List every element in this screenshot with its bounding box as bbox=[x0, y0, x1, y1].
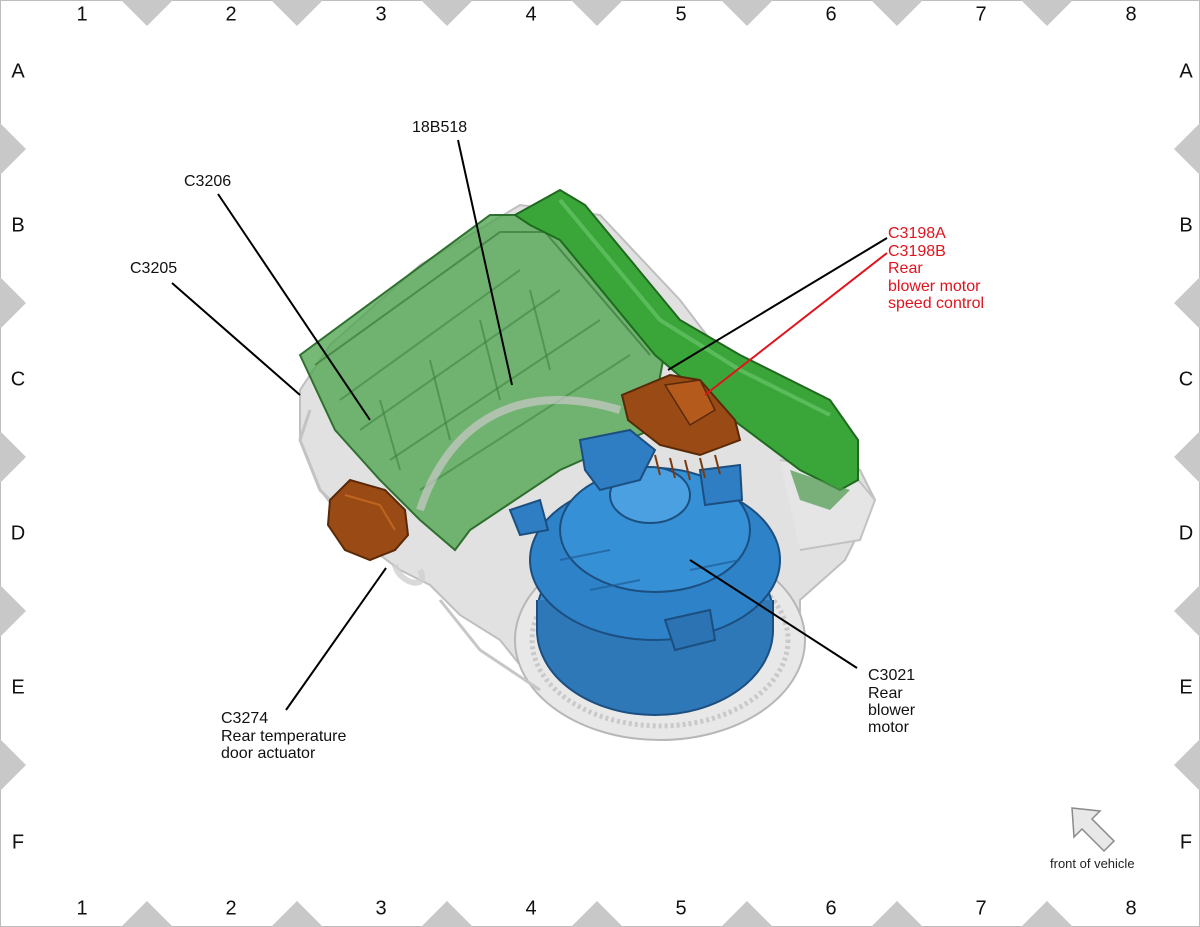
front-of-vehicle-label: front of vehicle bbox=[1050, 856, 1135, 871]
callout-c3274-line: door actuator bbox=[221, 745, 316, 762]
leader-c3205 bbox=[171, 282, 301, 396]
callout-c3198-line: C3198B bbox=[888, 243, 946, 260]
callout-c3205: C3205 bbox=[130, 260, 177, 277]
grid-marker-bottom bbox=[421, 901, 473, 927]
grid-row-label-left: A bbox=[11, 60, 25, 82]
grid-column-label-bottom: 2 bbox=[225, 897, 236, 919]
callout-c3206: C3206 bbox=[184, 173, 231, 190]
grid-column-label-top: 8 bbox=[1125, 3, 1136, 25]
grid-marker-top bbox=[721, 0, 773, 26]
grid-row-label-left: B bbox=[11, 214, 24, 236]
grid-row-label-right: D bbox=[1179, 522, 1193, 544]
grid-marker-top bbox=[871, 0, 923, 26]
grid-row-label-left: F bbox=[12, 831, 24, 853]
grid-column-label-bottom: 8 bbox=[1125, 897, 1136, 919]
hose bbox=[416, 396, 622, 512]
grid-marker-top bbox=[1021, 0, 1073, 26]
grid-column-label-bottom: 1 bbox=[76, 897, 87, 919]
grid-marker-left bbox=[0, 123, 26, 175]
callout-c3021-line: C3021 bbox=[868, 667, 915, 684]
grid-column-label-top: 5 bbox=[675, 3, 686, 25]
grid-marker-top bbox=[121, 0, 173, 26]
leader-c3206 bbox=[217, 193, 371, 421]
grid-marker-left bbox=[0, 739, 26, 791]
grid-marker-right bbox=[1174, 739, 1200, 791]
grid-marker-right bbox=[1174, 123, 1200, 175]
grid-marker-bottom bbox=[721, 901, 773, 927]
arrow-up-left-icon bbox=[1071, 807, 1116, 853]
grid-row-label-left: C bbox=[11, 368, 25, 390]
grid-marker-top bbox=[271, 0, 323, 26]
callout-c3198-speed-control: C3198A C3198B Rear blower motor speed co… bbox=[888, 225, 984, 312]
callout-c3274-line: Rear temperature bbox=[221, 728, 346, 745]
grid-marker-bottom bbox=[871, 901, 923, 927]
leader-c3021 bbox=[689, 559, 858, 669]
grid-column-label-top: 3 bbox=[375, 3, 386, 25]
grid-column-label-top: 6 bbox=[825, 3, 836, 25]
grid-row-label-right: A bbox=[1179, 60, 1193, 82]
hose-small bbox=[392, 563, 425, 586]
grid-column-label-top: 2 bbox=[225, 3, 236, 25]
callout-c3198-line: speed control bbox=[888, 295, 984, 312]
grid-column-label-bottom: 7 bbox=[975, 897, 986, 919]
grid-marker-left bbox=[0, 277, 26, 329]
callout-c3021-line: motor bbox=[868, 719, 910, 736]
callout-c3021-blower-motor: C3021 Rear blower motor bbox=[868, 667, 916, 736]
grid-marker-bottom bbox=[571, 901, 623, 927]
grid-row-label-left: D bbox=[11, 522, 25, 544]
temperature-door-actuator bbox=[326, 478, 410, 562]
grid-marker-bottom bbox=[271, 901, 323, 927]
grid-marker-bottom bbox=[1021, 901, 1073, 927]
grid-column-label-top: 4 bbox=[525, 3, 536, 25]
grid-marker-bottom bbox=[121, 901, 173, 927]
hvac-assembly bbox=[298, 188, 877, 741]
callout-c3198-line: blower motor bbox=[888, 278, 981, 295]
callout-c3198-line: C3198A bbox=[888, 225, 946, 242]
callout-c3274-line: C3274 bbox=[221, 710, 268, 727]
orientation-indicator: front of vehicle bbox=[1050, 807, 1135, 871]
blower-motor bbox=[508, 428, 781, 716]
grid-row-label-left: E bbox=[11, 676, 24, 698]
grid-marker-left bbox=[0, 585, 26, 637]
grid-row-label-right: E bbox=[1179, 676, 1192, 698]
grid-marker-right bbox=[1174, 431, 1200, 483]
grid-column-label-top: 1 bbox=[76, 3, 87, 25]
grid-column-label-bottom: 5 bbox=[675, 897, 686, 919]
grid-row-label-right: B bbox=[1179, 214, 1192, 236]
leader-c3198b bbox=[704, 252, 888, 396]
leader-lines bbox=[171, 139, 888, 711]
grid-marker-top bbox=[571, 0, 623, 26]
grid-marker-top bbox=[421, 0, 473, 26]
grid-row-label-right: C bbox=[1179, 368, 1193, 390]
leader-18b518 bbox=[457, 139, 513, 386]
grid-column-label-bottom: 3 bbox=[375, 897, 386, 919]
grid-marker-right bbox=[1174, 277, 1200, 329]
leader-c3274 bbox=[285, 567, 387, 711]
grid-row-label-right: F bbox=[1180, 831, 1192, 853]
grid-marker-left bbox=[0, 431, 26, 483]
callout-c3021-line: Rear bbox=[868, 685, 903, 702]
blower-speed-control-module bbox=[620, 373, 742, 481]
grid-column-label-bottom: 4 bbox=[525, 897, 536, 919]
callout-c3198-line: Rear bbox=[888, 260, 923, 277]
callout-c3274-actuator: C3274 Rear temperature door actuator bbox=[221, 710, 346, 762]
grid-column-label-top: 7 bbox=[975, 3, 986, 25]
grid-marker-right bbox=[1174, 585, 1200, 637]
leader-c3198a bbox=[667, 237, 888, 371]
callout-18b518: 18B518 bbox=[412, 119, 467, 136]
green-duct bbox=[298, 188, 859, 552]
callout-c3021-line: blower bbox=[868, 702, 916, 719]
grid-column-label-bottom: 6 bbox=[825, 897, 836, 919]
